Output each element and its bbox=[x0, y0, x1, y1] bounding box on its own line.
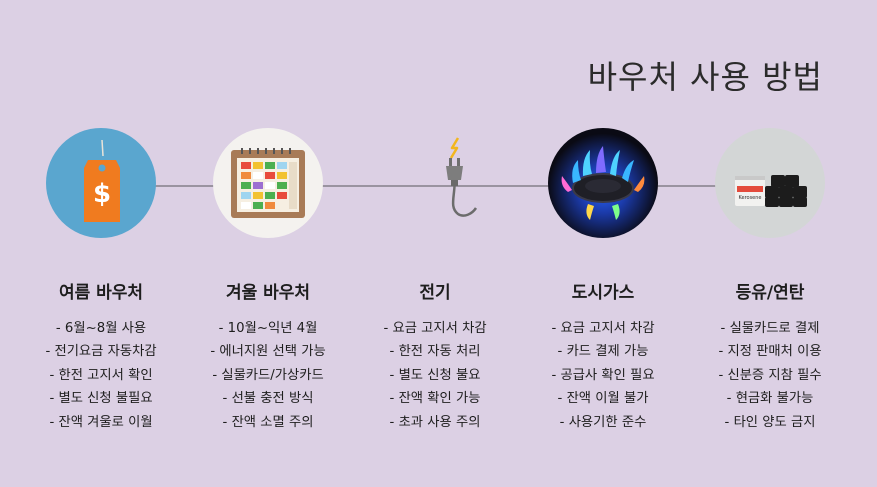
list-item: - 요금 고지서 차감 bbox=[551, 321, 655, 336]
step-list: - 요금 고지서 차감 - 한전 자동 처리 - 별도 신청 불요 - 잔액 확… bbox=[383, 317, 486, 434]
list-item: - 별도 신청 불필요 bbox=[49, 391, 153, 407]
list-item: - 현금화 불가능 bbox=[726, 391, 814, 407]
list-item: - 공급사 확인 필요 bbox=[551, 367, 655, 383]
step-heading: 등유/연탄 bbox=[735, 283, 805, 303]
list-item: - 한전 고지서 확인 bbox=[49, 367, 153, 383]
list-item: - 초과 사용 주의 bbox=[389, 414, 481, 430]
list-item: - 지정 판매처 이용 bbox=[718, 344, 822, 360]
list-item: - 사용기한 준수 bbox=[559, 414, 647, 430]
list-item: - 6월~8월 사용 bbox=[55, 321, 147, 336]
step-city-gas: 도시가스 - 요금 고지서 차감 - 카드 결제 가능 - 공급사 확인 필요 … bbox=[518, 128, 688, 434]
step-list: - 6월~8월 사용 - 전기요금 자동차감 - 한전 고지서 확인 - 별도 … bbox=[45, 317, 156, 434]
list-item: - 전기요금 자동차감 bbox=[45, 344, 157, 360]
list-item: - 잔액 이월 불가 bbox=[557, 391, 649, 407]
step-list: - 실물카드로 결제 - 지정 판매처 이용 - 신분증 지참 필수 - 현금화… bbox=[718, 317, 821, 434]
list-item: - 잔액 소멸 주의 bbox=[222, 414, 314, 430]
timeline-line bbox=[100, 185, 817, 187]
list-item: - 타인 양도 금지 bbox=[724, 414, 816, 430]
can-label: Kerosene bbox=[738, 195, 761, 201]
step-list: - 10월~익년 4월 - 에너지원 선택 가능 - 실물카드/가상카드 - 선… bbox=[210, 317, 325, 434]
kerosene-coal-icon: Kerosene bbox=[715, 128, 825, 238]
list-item: - 에너지원 선택 가능 bbox=[210, 344, 326, 360]
list-item: - 잔액 확인 가능 bbox=[389, 391, 481, 407]
list-item: - 카드 결제 가능 bbox=[557, 344, 649, 360]
list-item: - 한전 자동 처리 bbox=[389, 344, 481, 360]
svg-text:$: $ bbox=[93, 179, 111, 209]
page-title: 바우처 사용 방법 bbox=[587, 58, 823, 96]
list-item: - 선불 충전 방식 bbox=[222, 391, 314, 407]
step-list: - 요금 고지서 차감 - 카드 결제 가능 - 공급사 확인 필요 - 잔액 … bbox=[551, 317, 654, 434]
step-heading: 도시가스 bbox=[571, 283, 635, 303]
step-winter-voucher: 겨울 바우처 - 10월~익년 4월 - 에너지원 선택 가능 - 실물카드/가… bbox=[183, 128, 353, 434]
step-heading: 여름 바우처 bbox=[58, 283, 144, 303]
step-heading: 전기 bbox=[419, 283, 451, 303]
list-item: - 실물카드로 결제 bbox=[720, 321, 820, 336]
step-heading: 겨울 바우처 bbox=[225, 283, 311, 303]
list-item: - 요금 고지서 차감 bbox=[383, 321, 487, 336]
list-item: - 잔액 겨울로 이월 bbox=[49, 414, 153, 430]
step-electricity: 전기 - 요금 고지서 차감 - 한전 자동 처리 - 별도 신청 불요 - 잔… bbox=[350, 128, 520, 434]
step-summer-voucher: $ 여름 바우처 - 6월~8월 사용 - 전기요금 자동차감 - 한전 고지서… bbox=[16, 128, 186, 434]
list-item: - 실물카드/가상카드 bbox=[212, 367, 324, 383]
list-item: - 별도 신청 불요 bbox=[389, 367, 481, 383]
list-item: - 신분증 지참 필수 bbox=[718, 367, 822, 383]
calendar-icon bbox=[213, 128, 323, 238]
electric-plug-icon bbox=[380, 128, 490, 238]
step-kerosene-briquette: Kerosene 등유/연탄 - 실물카드로 결제 - 지정 판매처 이용 - … bbox=[685, 128, 855, 434]
list-item: - 10월~익년 4월 bbox=[218, 321, 318, 336]
price-tag-icon: $ bbox=[46, 128, 156, 238]
gas-burner-icon bbox=[548, 128, 658, 238]
